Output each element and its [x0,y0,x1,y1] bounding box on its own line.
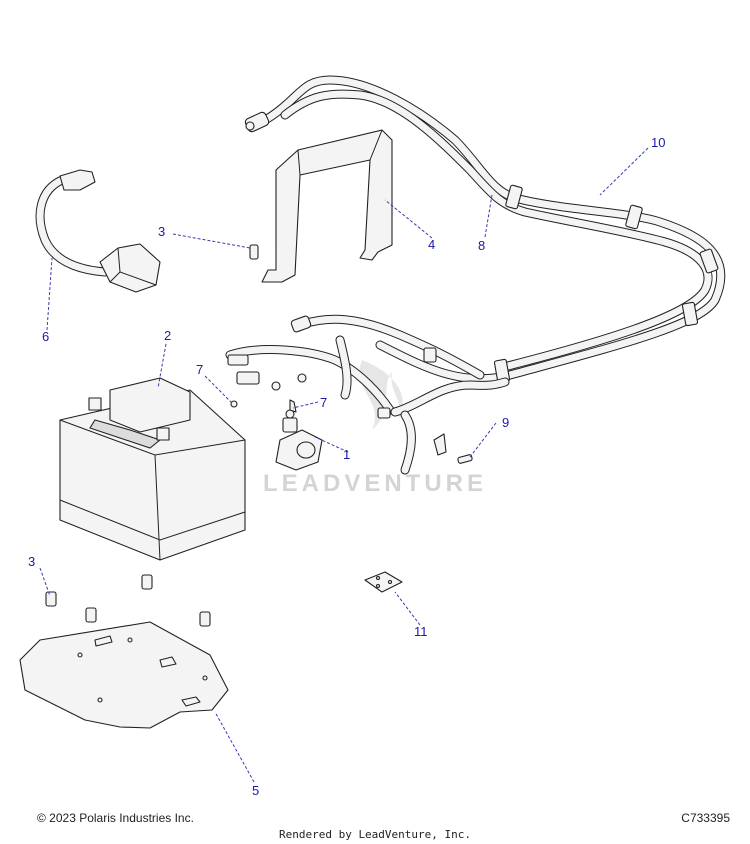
plate-bolts [45,574,211,627]
leader-lines [39,147,649,783]
callout-4: 4 [428,237,435,252]
callout-8: 8 [478,238,485,253]
callout-6: 6 [42,329,49,344]
callout-2: 2 [164,328,171,343]
starter-solenoid [275,409,323,471]
battery [59,377,246,561]
callout-10: 10 [651,135,665,150]
callout-3-top: 3 [158,224,165,239]
watermark-text: LEADVENTURE [263,470,487,497]
callout-9: 9 [502,415,509,430]
battery-cable [35,169,161,293]
main-wire-harness [244,75,726,384]
callout-labels: 1 2 3 3 4 5 6 7 7 8 9 10 11 [28,135,665,798]
catalog-code: C733395 [681,811,730,825]
callout-3-bottom: 3 [28,554,35,569]
battery-mounting-plate [19,621,229,729]
copyright-notice: © 2023 Polaris Industries Inc. [37,811,194,825]
battery-hold-down-bracket [261,129,393,283]
rendered-by-credit: Rendered by LeadVenture, Inc. [278,828,472,841]
callout-11: 11 [414,624,428,639]
callout-5: 5 [252,783,259,798]
battery-harness [225,314,510,475]
fasteners [230,244,473,464]
callout-7-right: 7 [320,395,327,410]
callout-7-left: 7 [196,362,203,377]
small-pad [364,571,403,593]
callout-1: 1 [343,447,350,462]
